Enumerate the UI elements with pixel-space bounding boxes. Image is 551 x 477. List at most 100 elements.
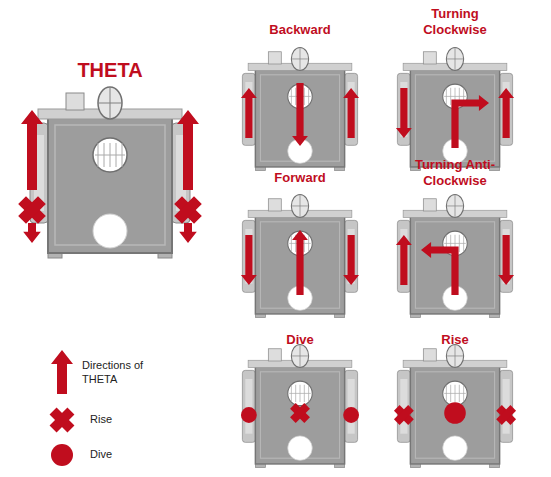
state-label: Backward	[225, 22, 375, 38]
rise-bar	[496, 405, 516, 425]
rise-bar	[290, 403, 310, 423]
thruster-detail	[503, 379, 510, 434]
top-opening	[288, 381, 312, 405]
rise-mark	[174, 196, 202, 224]
direction-arrow	[241, 88, 257, 138]
grid-line	[95, 155, 125, 156]
rise-bar	[18, 196, 46, 224]
legend-text: Dive	[90, 448, 150, 462]
dome-line	[300, 47, 301, 70]
turn-arrow	[451, 95, 489, 148]
rise-bar	[174, 196, 202, 224]
dive-mark	[241, 407, 257, 423]
rise-mark	[50, 408, 75, 433]
camera-dome	[291, 47, 308, 70]
robot-figure	[30, 87, 190, 258]
rise-bar	[50, 408, 75, 433]
rise-mark	[290, 403, 310, 423]
rise-bar	[394, 405, 414, 425]
grid-line	[444, 393, 466, 394]
side-thruster	[242, 370, 255, 442]
dive-mark	[51, 444, 73, 466]
state-label: Dive	[225, 332, 375, 348]
state-label: Turning Clockwise	[400, 6, 510, 37]
figure-title: THETA	[40, 58, 180, 82]
rise-bar	[496, 405, 516, 425]
direction-arrow	[343, 88, 359, 138]
direction-arrow	[23, 223, 41, 243]
dome-line	[455, 194, 456, 217]
camera-dome	[446, 47, 463, 70]
thruster-detail	[348, 379, 355, 434]
direction-arrow	[179, 223, 197, 243]
rise-bar	[50, 408, 75, 433]
dive-mark	[444, 402, 466, 424]
rise-bar	[174, 196, 202, 224]
dome-line	[300, 194, 301, 217]
robot-figure	[242, 344, 357, 467]
camera-dome	[446, 344, 463, 367]
direction-arrow	[498, 88, 514, 138]
robot-body	[255, 69, 344, 167]
direction-arrow	[51, 350, 73, 394]
direction-arrow	[396, 235, 412, 285]
rise-mark	[394, 405, 414, 425]
turn-arrow	[421, 242, 459, 295]
thruster-detail	[245, 379, 252, 434]
camera-dome	[98, 87, 122, 119]
dome-line	[455, 47, 456, 70]
sensor	[66, 93, 84, 110]
direction-arrow	[498, 235, 514, 285]
camera-dome	[291, 194, 308, 217]
dive-mark	[343, 407, 359, 423]
sensor	[423, 52, 436, 64]
rise-mark	[18, 196, 46, 224]
sensor	[423, 349, 436, 361]
robot-body	[255, 366, 344, 464]
legend-text: Rise	[90, 413, 150, 427]
state-label: Rise	[380, 332, 530, 348]
sensor	[268, 349, 281, 361]
grid-line	[444, 243, 466, 244]
bottom-opening	[93, 214, 127, 248]
direction-arrow	[292, 83, 308, 146]
bottom-opening	[288, 436, 312, 460]
bottom-opening	[443, 436, 467, 460]
dome-line	[300, 344, 301, 367]
robot-body	[410, 69, 499, 167]
robot-figure	[397, 344, 512, 467]
robot-figure	[242, 47, 357, 170]
direction-arrow	[292, 230, 308, 295]
robot-figure	[397, 194, 512, 317]
dome-line	[455, 344, 456, 367]
sensor	[268, 52, 281, 64]
top-opening	[93, 138, 127, 172]
state-label: Turning Anti-Clockwise	[400, 157, 510, 188]
state-label: Forward	[225, 170, 375, 186]
grid-line	[444, 96, 466, 97]
camera-dome	[291, 344, 308, 367]
robot-figure	[242, 194, 357, 317]
side-thruster	[345, 370, 358, 442]
top-opening	[443, 381, 467, 405]
direction-arrow	[241, 235, 257, 285]
direction-arrow	[177, 110, 199, 190]
rise-bar	[290, 403, 310, 423]
sensor	[268, 199, 281, 211]
robot-body	[410, 216, 499, 314]
rise-bar	[18, 196, 46, 224]
robot-body	[255, 216, 344, 314]
robot-body	[48, 117, 172, 253]
robot-figure	[397, 47, 512, 170]
dome-line	[110, 87, 111, 119]
thruster-detail	[400, 379, 407, 434]
direction-arrow	[21, 110, 43, 190]
direction-arrow	[396, 88, 412, 138]
camera-dome	[446, 194, 463, 217]
direction-arrow	[343, 235, 359, 285]
legend-text: Directions of THETA	[82, 359, 154, 387]
rise-mark	[496, 405, 516, 425]
sensor	[423, 199, 436, 211]
grid-line	[289, 393, 311, 394]
rise-bar	[394, 405, 414, 425]
